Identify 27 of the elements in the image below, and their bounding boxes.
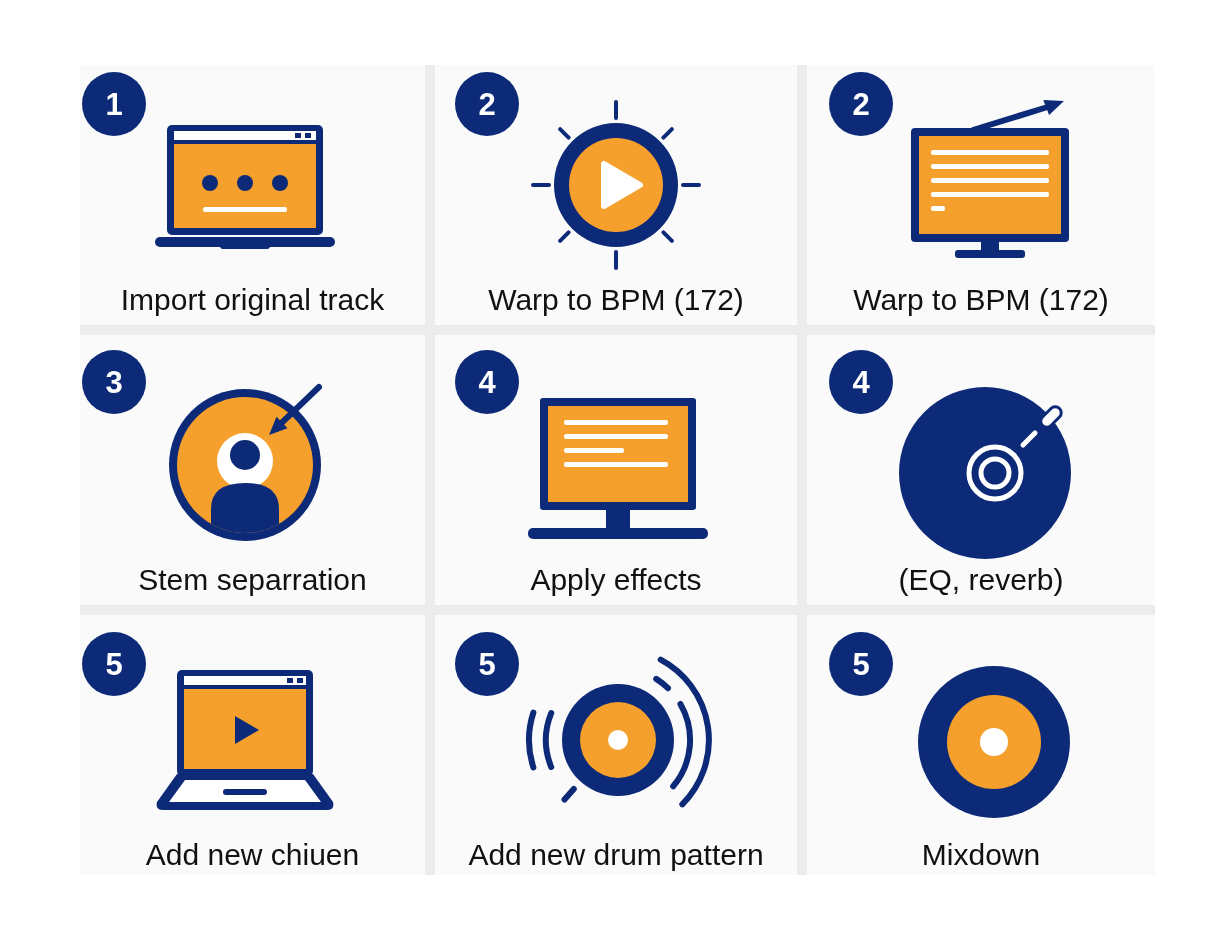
step-panel [80,65,425,325]
step-panel [435,335,797,605]
step-caption: Stem separration [138,562,367,598]
step-number: 1 [82,72,146,136]
step-number: 5 [829,632,893,696]
step-number: 2 [455,72,519,136]
step-caption: (EQ, reverb) [898,562,1064,598]
step-caption: Import original track [120,282,385,318]
step-panel [807,335,1155,605]
step-panel [435,65,797,325]
step-caption: Add new drum pattern [468,837,764,873]
step-number: 3 [82,350,146,414]
step-number: 4 [829,350,893,414]
step-panel [80,335,425,605]
step-caption: Apply effects [530,562,702,598]
step-panel [435,615,797,875]
step-number: 5 [82,632,146,696]
step-number: 5 [455,632,519,696]
step-number: 2 [829,72,893,136]
step-panel [80,615,425,875]
step-panel [807,615,1155,875]
step-number: 4 [455,350,519,414]
step-caption: Warp to BPM (172) [853,282,1109,318]
step-caption: Warp to BPM (172) [488,282,744,318]
step-caption: Add new chiuen [145,837,360,873]
step-panel [807,65,1155,325]
step-caption: Mixdown [921,837,1041,873]
